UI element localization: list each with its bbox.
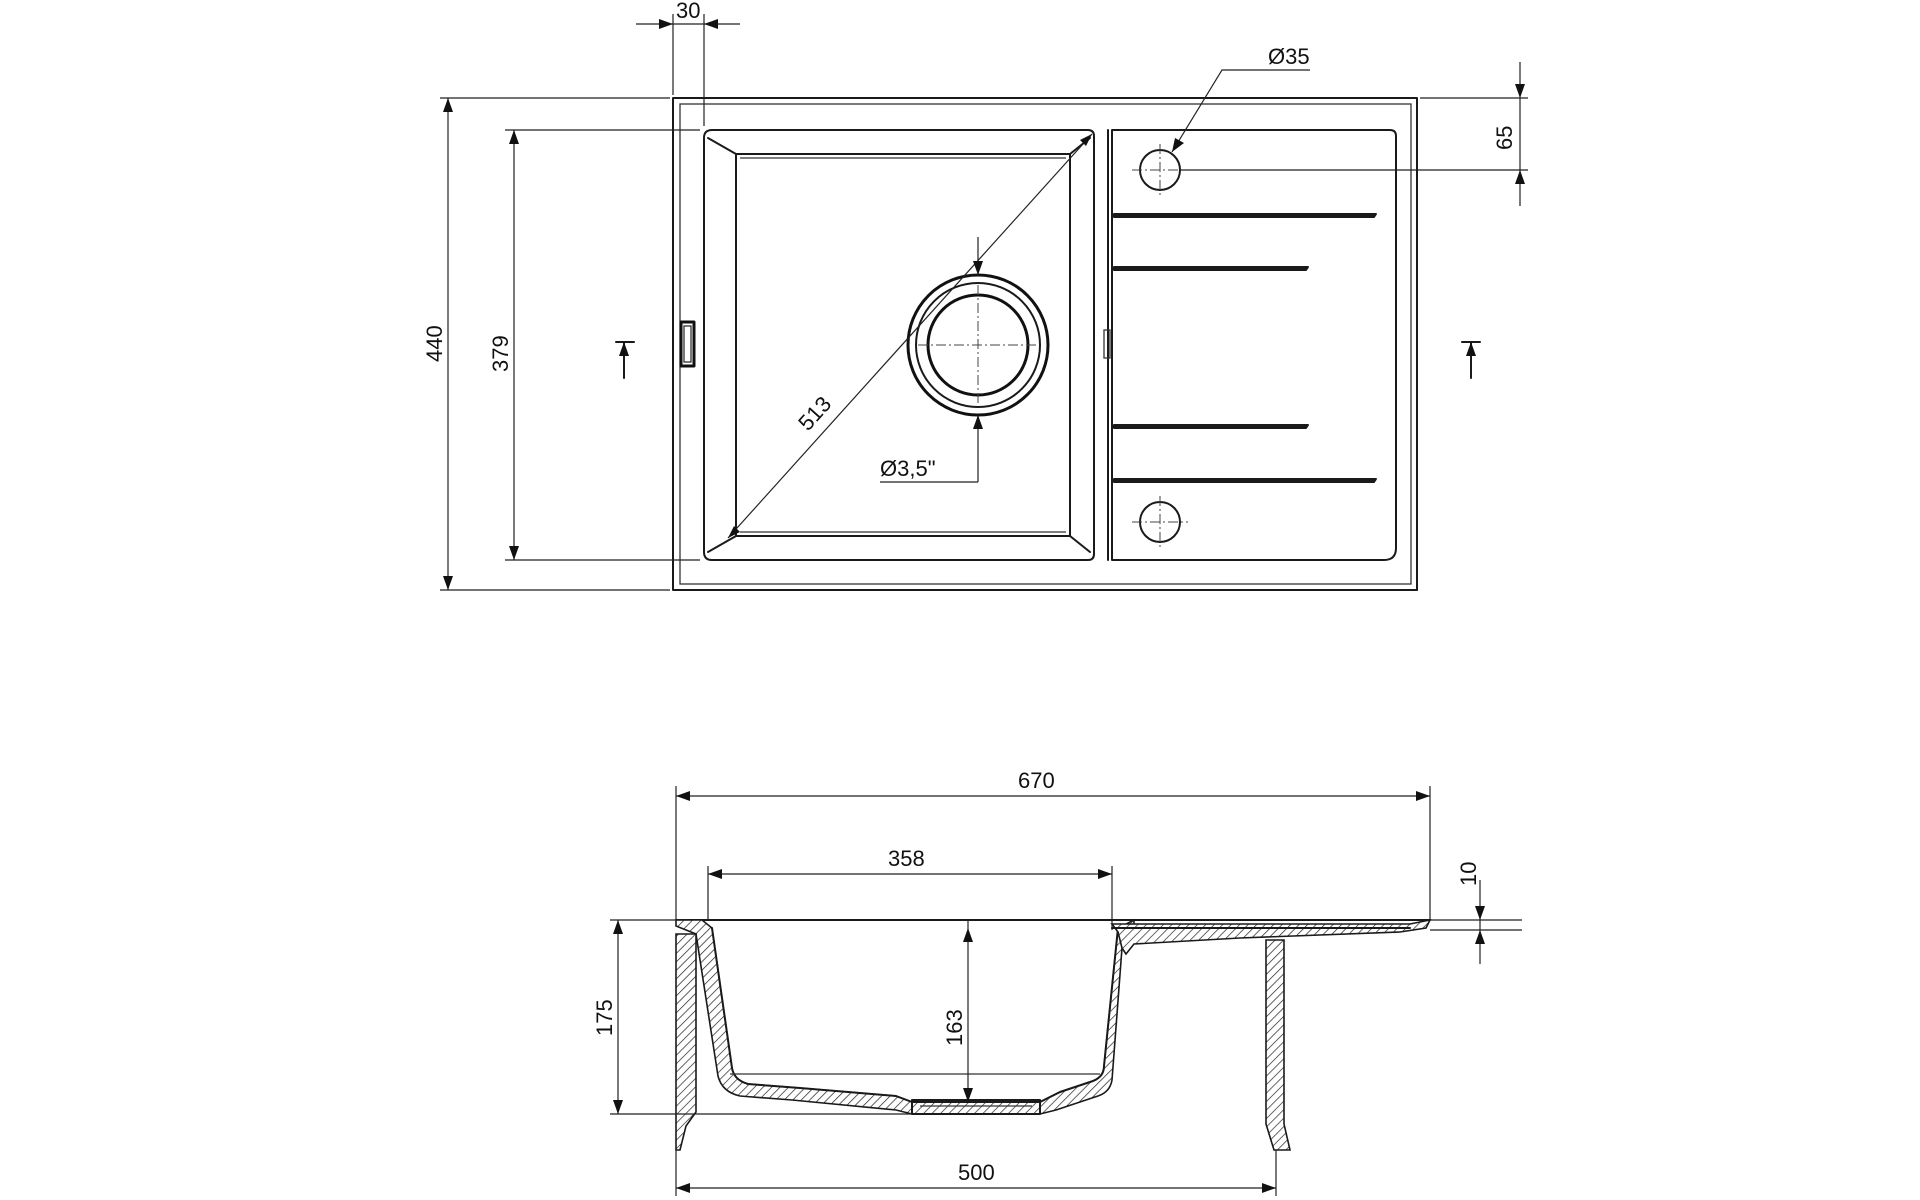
- bowl-corner-bl: [707, 535, 737, 553]
- bowl-depth-dimension-label: 379: [488, 335, 513, 372]
- diagonal-dimension-label: 513: [793, 391, 836, 435]
- drain-dimension-label: Ø3,5": [880, 456, 936, 481]
- drain-fitting: [911, 1099, 1041, 1115]
- sink-inner-outline: [679, 103, 1412, 585]
- drain-mid-ring: [915, 282, 1041, 408]
- cabinet-wall-right: [1265, 939, 1292, 1151]
- bowl-height-dimension-label: 163: [942, 1009, 967, 1046]
- bowl-width-dimension-label: 358: [888, 846, 925, 871]
- tap-offset-dimension-label: 65: [1492, 126, 1517, 150]
- bowl-wall-section: [675, 918, 1135, 1115]
- rim-width-dimension-label: 30: [676, 0, 700, 23]
- bowl-outer-rim: [703, 129, 1095, 561]
- plan-view: 513 Ø3,5" Ø35 65: [422, 0, 1528, 591]
- diagonal-dimension-line: [727, 133, 1093, 539]
- cabinet-wall-left: [675, 933, 697, 1151]
- drainer-overflow: [1103, 329, 1111, 359]
- drainer-rib-2: [1113, 266, 1309, 271]
- bowl-corner-br: [1069, 535, 1091, 553]
- cabinet-width-dimension-label: 500: [958, 1160, 995, 1185]
- bowl-corner-tl: [707, 137, 737, 155]
- overflow-slot: [679, 320, 696, 368]
- section-view: 670 358 10 175: [592, 768, 1522, 1196]
- overall-width-dimension-label: 670: [1018, 768, 1055, 793]
- overall-height-dimension-label: 175: [592, 999, 617, 1036]
- drainer-outline: [1111, 129, 1397, 561]
- drainer-rib-1: [1113, 213, 1377, 218]
- drainer-rib-4: [1113, 478, 1377, 483]
- drainer-rib-3: [1113, 424, 1309, 429]
- sink-outer-outline: [672, 97, 1418, 591]
- tap-hole-dimension-label: Ø35: [1268, 44, 1310, 69]
- rim-thickness-dimension-label: 10: [1456, 862, 1481, 886]
- overall-depth-dimension-label: 440: [422, 325, 447, 362]
